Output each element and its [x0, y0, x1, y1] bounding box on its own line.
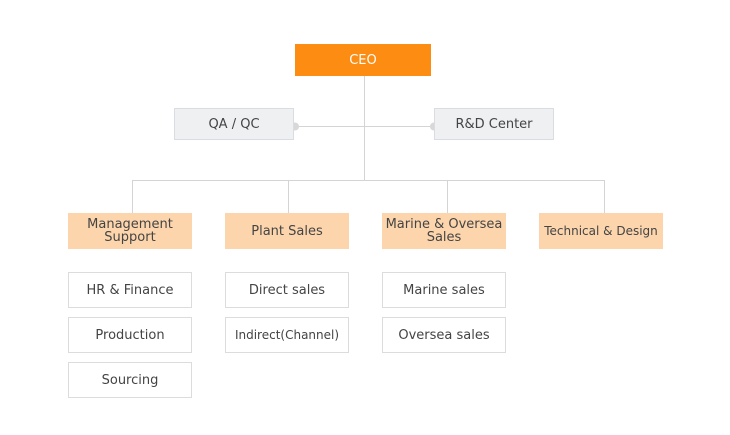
team-label: Indirect(Channel) — [234, 327, 340, 342]
team-label: Marine sales — [403, 282, 485, 298]
team-production: Production — [68, 317, 192, 353]
team-label: Production — [95, 327, 165, 343]
dept-plant-label: Plant Sales — [251, 223, 323, 239]
ceo-label: CEO — [349, 52, 377, 68]
team-label: Sourcing — [101, 372, 159, 388]
team-hr-finance: HR & Finance — [68, 272, 192, 308]
rnd-center-label: R&D Center — [455, 116, 533, 132]
ceo-box: CEO — [295, 44, 431, 76]
dept-technical-design: Technical & Design — [539, 213, 663, 249]
dept-technical-label: Technical & Design — [544, 223, 658, 238]
team-indirect-channel: Indirect(Channel) — [225, 317, 349, 353]
rnd-center-box: R&D Center — [434, 108, 554, 140]
team-oversea-sales: Oversea sales — [382, 317, 506, 353]
dept-management-support: Management Support — [68, 213, 192, 249]
team-sourcing: Sourcing — [68, 362, 192, 398]
team-direct-sales: Direct sales — [225, 272, 349, 308]
team-marine-sales: Marine sales — [382, 272, 506, 308]
dept-marine-label: Marine & Oversea Sales — [385, 217, 503, 245]
team-label: HR & Finance — [86, 282, 174, 298]
team-label: Oversea sales — [398, 327, 490, 343]
dept-marine-oversea-sales: Marine & Oversea Sales — [382, 213, 506, 249]
qa-qc-box: QA / QC — [174, 108, 294, 140]
qa-qc-label: QA / QC — [208, 116, 260, 132]
team-label: Direct sales — [248, 282, 326, 298]
dept-management-label: Management Support — [87, 217, 173, 245]
dept-plant-sales: Plant Sales — [225, 213, 349, 249]
